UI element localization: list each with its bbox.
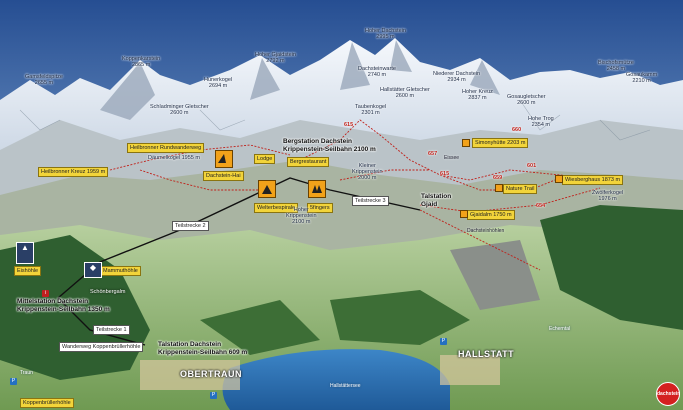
hut-marker-icon[interactable] (555, 175, 563, 183)
trail-label[interactable]: Wanderweg Koppenbrüllerhöhle (59, 342, 144, 352)
attraction-label[interactable]: Bergrestaurant (287, 157, 330, 167)
peak-label: Zwölferkogel 1976 m (592, 190, 624, 202)
river-label: Traun (20, 370, 33, 376)
attraction-label[interactable]: Lodge (254, 154, 276, 164)
station-talstation[interactable]: Talstation Dachstein Krippenstein-Seilba… (158, 341, 248, 356)
peak-label: Däumelkogel 1955 m (148, 155, 200, 161)
attraction-label[interactable]: 5fingers (307, 203, 333, 213)
brand-logo: dachstein (656, 382, 680, 406)
poi-label[interactable]: Heilbronner Kreuz 1959 m (38, 167, 109, 177)
trail-number: 654 (536, 203, 546, 209)
place-label: Schönbergalm (90, 289, 126, 295)
town-hallstatt[interactable]: HALLSTATT (458, 349, 515, 359)
hut-label[interactable]: Simonyhütte 2203 m (472, 138, 529, 148)
trail-number: 615 (440, 171, 450, 177)
cave-photo-icon[interactable]: ▲ (16, 242, 34, 264)
mammoth-icon[interactable]: ◆ (84, 262, 102, 278)
hut-label[interactable]: Gjaidalm 1750 m (467, 210, 515, 220)
attraction-label[interactable]: Dachstein-Hai (203, 171, 244, 181)
trail-label[interactable]: Nature Trail (503, 184, 538, 194)
trail-number: 601 (527, 163, 537, 169)
parking-icon[interactable]: P (10, 378, 17, 385)
trail-number: 659 (493, 175, 503, 181)
hut-label[interactable]: Wiesberghaus 1873 m (562, 175, 624, 185)
place-label: Echerntal (549, 326, 571, 332)
trail-number: 615 (344, 122, 354, 128)
info-icon[interactable]: i (42, 290, 49, 297)
parking-icon[interactable]: P (210, 392, 217, 399)
parking-icon[interactable]: P (440, 338, 447, 345)
trail-marker-icon[interactable] (495, 184, 503, 192)
cave-label[interactable]: Mammuthöhle (100, 266, 141, 276)
place-label: Dachsteinhöhlen (467, 228, 505, 234)
cave-label[interactable]: Eishöhle (14, 266, 42, 276)
station-mittelstation[interactable]: Mittelstation Dachstein Krippenstein-Sei… (17, 298, 110, 313)
cave-label[interactable]: Koppenbrüllerhöhle (20, 398, 74, 408)
station-bergstation[interactable]: Bergstation Dachstein Krippenstein-Seilb… (283, 138, 376, 153)
trail-number: 660 (512, 127, 522, 133)
cable-section-label: Teilstrecke 1 (93, 325, 130, 335)
hut-marker-icon[interactable] (462, 139, 470, 147)
spiral-icon[interactable] (258, 180, 276, 198)
shark-icon[interactable] (215, 150, 233, 168)
peak-label: Hoher Krippenstein 2100 m (286, 207, 317, 225)
lake-label: Hallstättersee (330, 383, 361, 389)
station-gjaid[interactable]: Talstation Gjaid (421, 193, 452, 208)
town-obertraun[interactable]: OBERTRAUN (180, 369, 242, 379)
place-label: Eissee (444, 155, 460, 161)
attraction-label[interactable]: Welterbespirale (254, 203, 299, 213)
hand-icon[interactable] (308, 180, 326, 198)
cable-section-label: Teilstrecke 2 (172, 221, 209, 231)
peak-label: Kleiner Krippenstein 2000 m (352, 163, 383, 181)
cable-section-label: Teilstrecke 3 (352, 196, 389, 206)
hut-marker-icon[interactable] (460, 210, 468, 218)
trail-number: 657 (428, 151, 438, 157)
trail-label[interactable]: Heilbronner Rundwanderweg (127, 143, 205, 153)
